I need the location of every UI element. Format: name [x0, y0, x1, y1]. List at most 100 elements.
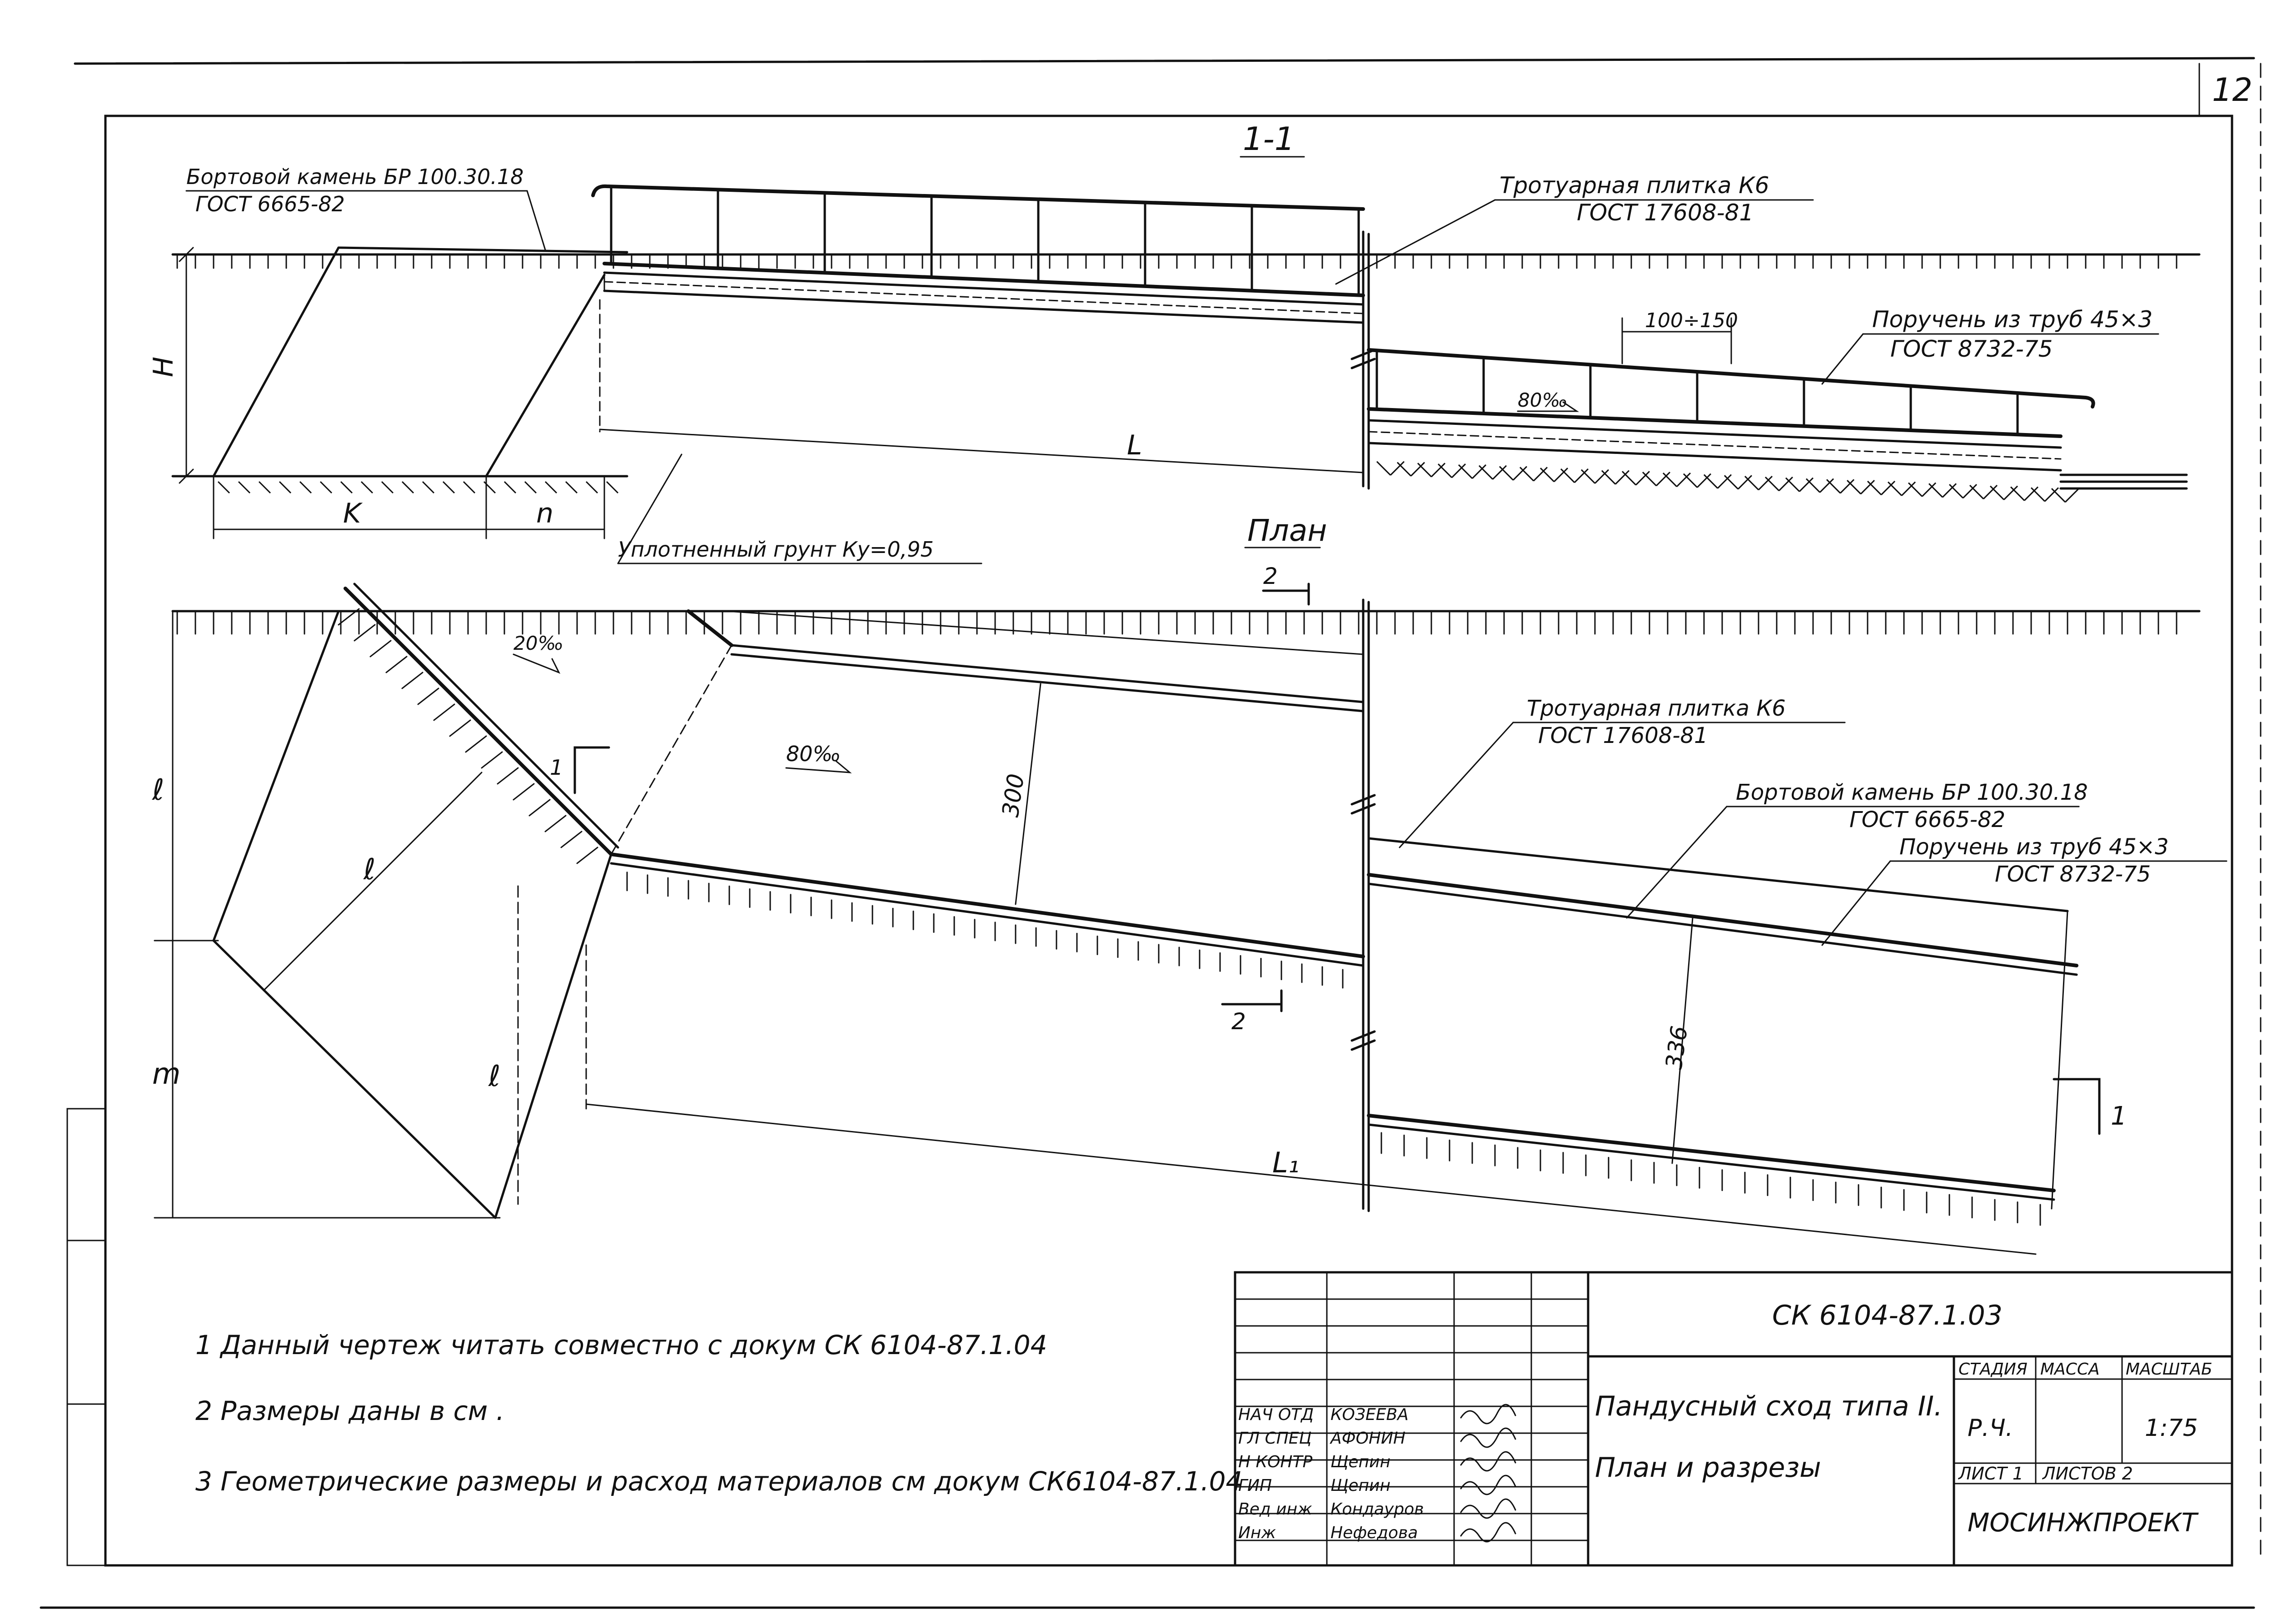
soil-hatch-mark [2030, 487, 2046, 502]
soil-hatch-mark [1928, 483, 1943, 498]
lower-ramp-base [1368, 431, 2062, 460]
top-trim-line [74, 57, 2255, 65]
soil-hatch-mark [1724, 475, 1739, 490]
tb-signature [1460, 1498, 1516, 1519]
soil-hatch-mark [544, 481, 558, 494]
tb-scale: 1:75 [2145, 1415, 2198, 1442]
soil-hatch-mark [2010, 486, 2025, 501]
slope-tick [513, 783, 535, 801]
soil-hatch-mark [1942, 483, 1957, 498]
plan-slope-outer [212, 610, 340, 942]
lower-ramp-bottom [1367, 442, 2062, 472]
soil-hatch-mark [1989, 485, 2005, 500]
soil-hatch-mark [1390, 461, 1405, 476]
embankment-slope-k [212, 246, 340, 478]
plan-dim-336-label: 336 [1660, 1024, 1693, 1071]
slope-tick [481, 751, 503, 769]
tb-name: КОЗЕЕВА [1330, 1405, 1409, 1424]
curb-leader [526, 190, 546, 251]
tb-role: ГИП [1238, 1476, 1272, 1495]
soil-hatch-mark [422, 481, 435, 494]
soil-hatch-mark [1887, 481, 1903, 496]
plan-slope-top-arrow [513, 653, 561, 674]
soil-hatch-mark [217, 481, 230, 494]
tb-signature [1460, 1475, 1516, 1495]
lower-railing-posts [1375, 349, 2019, 436]
note-1: 1 Данный чертеж читать совместно с докум… [195, 1330, 1047, 1360]
base-dim-k: K [343, 498, 363, 529]
slope-tick [465, 735, 487, 753]
plan-dim-m: m [152, 1057, 180, 1091]
plan-ramp-edge [726, 610, 1364, 655]
plan-cut-mark-2-mid: 2 [1231, 1008, 1246, 1035]
ramp-slab-base [603, 281, 1364, 314]
soil-hatch-mark [1533, 467, 1548, 482]
slope-tick [449, 719, 471, 737]
tb-role: НАЧ ОТД [1238, 1405, 1314, 1424]
soil-hatch-mark [1717, 474, 1732, 489]
slope-tick [528, 799, 551, 817]
plan-railing-leader [1821, 860, 1891, 946]
plan-cut-mark-2-top: 2 [1263, 563, 1278, 589]
soil-hatch-mark [381, 481, 394, 494]
soil-hatch-mark [1499, 466, 1514, 481]
slope-tick [560, 831, 583, 848]
soil-hatch-mark [442, 481, 455, 494]
post-spacing-label: 100÷150 [1645, 309, 1738, 332]
tb-name: Щепин [1330, 1453, 1390, 1471]
title-block-frame [1234, 1271, 2233, 1567]
soil-hatch-mark [524, 481, 537, 494]
plan-slope-lower [212, 939, 497, 1219]
soil-hatch-mark [2051, 488, 2066, 503]
plan-slope-inner [494, 853, 613, 1219]
soil-hatch-mark [1458, 464, 1473, 479]
soil-hatch-mark [1737, 475, 1753, 490]
lower-ramp-slab-top [1367, 407, 2063, 438]
soil-hatch-mark [1396, 462, 1412, 477]
soil-hatch-mark [1430, 463, 1446, 478]
plan-slope-top: 20‰ [513, 632, 563, 654]
soil-hatch-mark [340, 481, 353, 494]
railing-leader [1821, 333, 1864, 385]
curb-label-gost: ГОСТ 6665-82 [195, 192, 345, 216]
paving-leader [1335, 199, 1496, 285]
tb-sheets: ЛИСТОВ 2 [2042, 1464, 2133, 1484]
tb-doc-code: СК 6104-87.1.03 [1772, 1300, 2003, 1331]
soil-hatch-mark [1574, 468, 1589, 483]
soil-hatch-mark [279, 481, 292, 494]
soil-hatch-mark [401, 481, 414, 494]
soil-hatch-mark [2003, 485, 2018, 500]
soil-hatch-mark [1376, 461, 1391, 476]
plan-curb-label: Бортовой камень БР 100.30.18 [1736, 780, 2088, 805]
soil-hatch-mark [319, 481, 333, 494]
height-dimension-ticks [179, 247, 194, 484]
soil-hatch-mark [1594, 469, 1609, 484]
length-dim-label: L [1127, 429, 1142, 461]
soil-hatch-mark [1785, 477, 1800, 492]
soil-hatch-mark [1471, 464, 1487, 479]
slope-tick [497, 767, 519, 785]
slope-tick [354, 624, 376, 642]
slope-tick [385, 656, 408, 673]
tb-signature [1460, 1451, 1516, 1472]
soil-hatch-mark [1703, 474, 1719, 489]
plan-right-ticks [1380, 1132, 2041, 1226]
tb-name: АФОНИН [1330, 1429, 1405, 1448]
soil-hatch-mark [1799, 477, 1814, 492]
tb-col-scale: МАСШТАБ [2126, 1360, 2212, 1379]
embankment-slope-n [485, 274, 606, 478]
soil-hatch-mark [1880, 480, 1896, 495]
soil-hatch-mark [1451, 463, 1466, 478]
soil-hatch-mark [1908, 482, 1923, 497]
soil-hatch-mark [1635, 471, 1650, 486]
plan-dim-300-label: 300 [997, 772, 1029, 819]
soil-hatch-mark [1614, 470, 1630, 485]
plan-railing-label: Поручень из труб 45×3 [1899, 834, 2169, 860]
soil-label: Уплотненный грунт Ку=0,95 [618, 537, 934, 562]
cut-mark-2-top-arrow [1262, 583, 1310, 606]
soil-hatch-mark [1696, 473, 1712, 488]
cut-mark-2-mid-arrow [1221, 989, 1283, 1012]
plan-right-end [2051, 910, 2068, 1210]
plan-slope-ticks [338, 608, 598, 864]
tb-name: Нефедова [1330, 1524, 1418, 1542]
